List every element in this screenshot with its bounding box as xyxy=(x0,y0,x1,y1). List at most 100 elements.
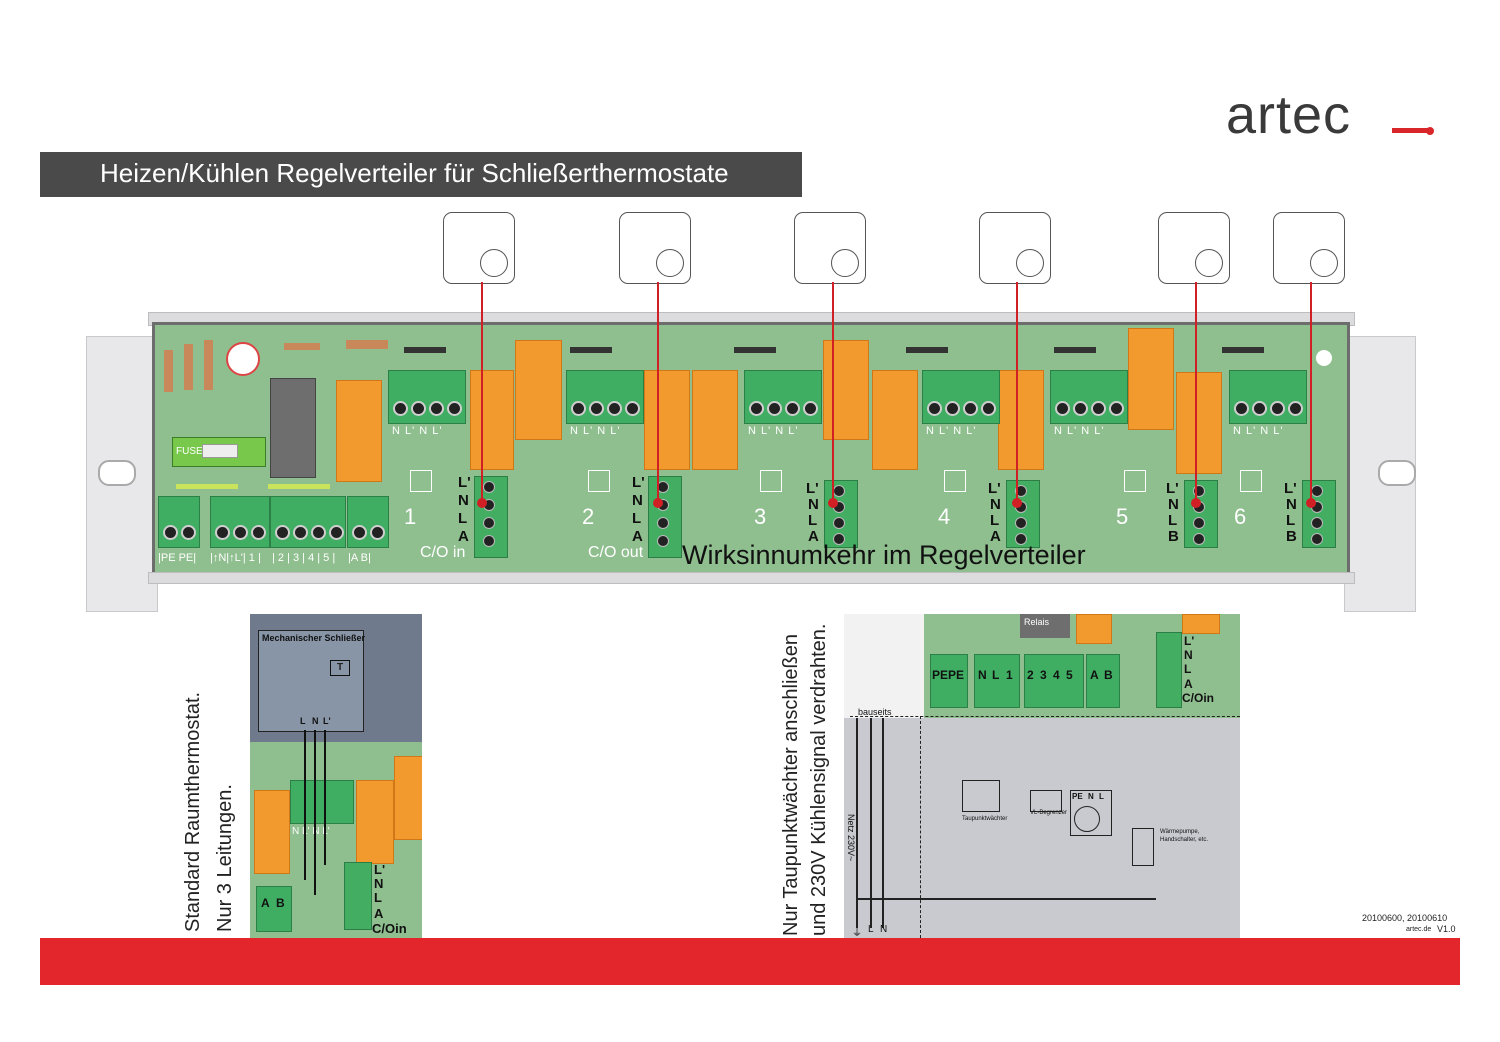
thermostat-knob-icon xyxy=(656,249,684,277)
co-out-label: C/O out xyxy=(588,544,644,561)
thermostat-symbol-icon xyxy=(1240,470,1262,492)
ground-symbol: ⏚ xyxy=(852,928,862,938)
terminal-strip-1 xyxy=(474,476,508,558)
site-label: artec.de xyxy=(1406,926,1432,933)
relay xyxy=(1176,372,1222,474)
relay xyxy=(1128,328,1174,430)
wire-zone-6 xyxy=(1310,282,1312,502)
terminal-label: B xyxy=(1286,528,1297,545)
led-strip xyxy=(176,484,238,489)
terminal-strip xyxy=(344,862,372,930)
terminal-label: L xyxy=(374,890,382,905)
diode xyxy=(404,347,446,353)
netz-label: Netz 230V~ xyxy=(846,814,856,862)
resistor xyxy=(284,343,320,350)
power-label: |↑N|↑L'| 1 | xyxy=(210,552,261,564)
thermostat-symbol-icon xyxy=(588,470,610,492)
terminal-label: 2 xyxy=(1027,668,1034,682)
capacitor xyxy=(226,342,260,376)
room-thermostat-5 xyxy=(1158,212,1230,284)
power-connector xyxy=(210,496,270,548)
relay xyxy=(644,370,690,470)
thermostat-connector-3 xyxy=(744,370,822,424)
thermostat-symbol-icon xyxy=(1124,470,1146,492)
title-banner xyxy=(40,152,802,197)
thermostat-connector-5 xyxy=(1050,370,1128,424)
relay xyxy=(515,340,562,440)
zone-number-2: 2 xyxy=(582,504,595,529)
mounting-hole xyxy=(1316,350,1332,366)
thermostat-connector-6 xyxy=(1229,370,1307,424)
terminal-label: A xyxy=(632,528,643,545)
site-boundary-line xyxy=(920,716,921,938)
ab-connector xyxy=(1086,654,1120,708)
terminal-label: L xyxy=(1286,512,1296,529)
zone-number-3: 3 xyxy=(754,504,767,529)
relay xyxy=(1076,614,1112,644)
taupunkt-label: Taupunktwächter xyxy=(962,816,1008,822)
terminal-label: L' xyxy=(1284,480,1297,497)
power-connector xyxy=(974,654,1020,708)
bauseits-label: bauseits xyxy=(858,707,892,717)
thermostat-connector xyxy=(290,780,354,824)
zone-number-4: 4 xyxy=(938,504,951,529)
diode xyxy=(1222,347,1264,353)
thermostat-knob-icon xyxy=(831,249,859,277)
zone-number-6: 6 xyxy=(1234,504,1247,529)
relay xyxy=(823,340,869,440)
zone-number-1: 1 xyxy=(404,504,417,529)
right-caption-line1: Nur Taupunktwächter anschließen xyxy=(780,633,802,936)
terminal-label: N xyxy=(1168,496,1179,513)
terminal-label: 3 xyxy=(1040,668,1047,682)
output-connector xyxy=(1024,654,1084,708)
wire-terminal-dot xyxy=(477,498,487,508)
terminal-strip-5 xyxy=(1184,480,1218,548)
terminal-label: L xyxy=(992,668,1000,682)
connector-label: N L' N L' xyxy=(926,425,977,437)
wire-pe xyxy=(856,718,858,928)
connector-label: N L' N L' xyxy=(570,425,621,437)
waermepumpe-label: Wärmepumpe, Handschalter, etc. xyxy=(1160,829,1209,843)
terminal-label: 5 xyxy=(1066,668,1073,682)
thermo-t-symbol: T xyxy=(330,660,350,676)
terminal-label: B xyxy=(1104,668,1113,682)
co-in-label: C/O in xyxy=(420,544,466,561)
wire-l xyxy=(870,718,872,928)
mechanical-switch-box xyxy=(258,630,364,732)
terminal-label: L' xyxy=(1166,480,1179,497)
terminal-label: C/Oin xyxy=(372,921,407,936)
wire-terminal-dot xyxy=(653,498,663,508)
thermostat-symbol-icon xyxy=(410,470,432,492)
terminal-label: L' xyxy=(458,474,471,491)
pe-label: |PE PE| xyxy=(158,552,197,564)
terminal-strip-3 xyxy=(824,480,858,548)
wire-terminal-dot xyxy=(828,498,838,508)
wire-n xyxy=(314,730,316,895)
wire-return xyxy=(856,898,1156,900)
flow-limiter xyxy=(1030,790,1062,812)
relay xyxy=(872,370,918,470)
terminal-label: A xyxy=(458,528,469,545)
right-caption-line2: und 230V Kühlensignal verdrahten. xyxy=(808,623,830,936)
terminal-label: L xyxy=(990,512,1000,529)
wire-zone-1 xyxy=(481,282,483,502)
bracket-slot xyxy=(98,460,136,486)
thermo-terminal-n: N xyxy=(312,716,319,726)
connector-label: N L' N L' xyxy=(292,826,330,837)
terminal-label: N xyxy=(808,496,819,513)
page-title: Heizen/Kühlen Regelverteiler für Schließ… xyxy=(100,158,729,188)
room-thermostat-2 xyxy=(619,212,691,284)
room-thermostat-1 xyxy=(443,212,515,284)
terminal-label: L xyxy=(808,512,818,529)
terminal-label: N xyxy=(374,876,384,891)
pump-box xyxy=(1070,790,1112,836)
room-thermostat-6 xyxy=(1273,212,1345,284)
terminal-label: N xyxy=(632,492,643,509)
terminal-label: L' xyxy=(374,862,386,877)
ab-label: |A B| xyxy=(348,552,371,564)
housing-rail-bottom xyxy=(148,572,1355,584)
thermostat-knob-icon xyxy=(480,249,508,277)
thermostat-connector-4 xyxy=(922,370,1000,424)
terminal-label: L xyxy=(458,510,468,527)
ab-connector xyxy=(256,886,292,932)
